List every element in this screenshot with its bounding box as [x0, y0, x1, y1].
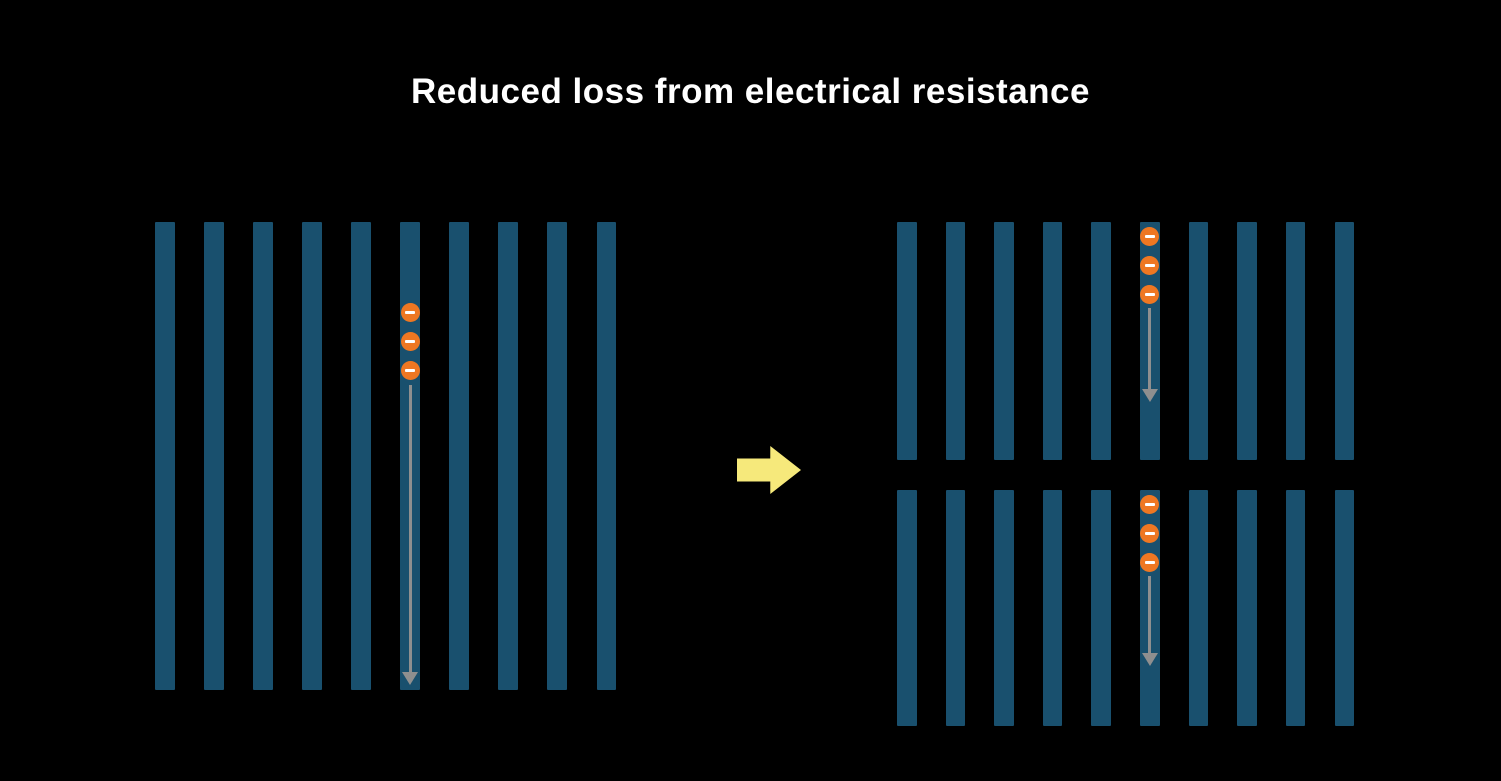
cell-bar [994, 222, 1014, 460]
current-flow-arrow-head-icon [1141, 653, 1158, 666]
cell-bar [547, 222, 567, 690]
cell-bar [253, 222, 273, 690]
cell-bar [1285, 490, 1306, 726]
diagram-title: Reduced loss from electrical resistance [411, 72, 1090, 111]
cell-bar [155, 222, 175, 690]
minus-symbol [1144, 293, 1155, 296]
current-flow-arrow-head-icon [402, 672, 419, 685]
cell-bar [945, 222, 966, 460]
cell-bar [897, 490, 917, 726]
cell-bar [1091, 490, 1111, 726]
cell-bar [498, 222, 518, 690]
cell-bar [1334, 490, 1354, 726]
current-flow-arrow-line [1148, 308, 1152, 390]
cell-bar [897, 222, 917, 460]
electron-icon [1140, 553, 1160, 572]
current-flow-arrow-line [1148, 576, 1152, 654]
cell-bar [1334, 222, 1354, 460]
cell-bar [204, 222, 224, 690]
electron-icon [400, 332, 420, 351]
electron-icon [400, 361, 420, 380]
minus-symbol [1144, 264, 1155, 267]
minus-symbol [1144, 532, 1155, 535]
minus-symbol [405, 369, 416, 372]
cell-bar [1042, 222, 1063, 460]
minus-symbol [405, 340, 416, 343]
electron-icon [1140, 524, 1160, 543]
cell-bar [1188, 490, 1209, 726]
cell-bar [1091, 222, 1111, 460]
cell-bar [1237, 222, 1257, 460]
minus-symbol [1144, 503, 1155, 506]
cell-bar [1042, 490, 1063, 726]
cell-bar [596, 222, 616, 690]
cell-bar [1285, 222, 1306, 460]
cell-bar [351, 222, 371, 690]
cell-bar [945, 490, 966, 726]
electron-icon [1140, 227, 1160, 246]
minus-symbol [405, 311, 416, 314]
right-bottom-cell-bars [897, 490, 1354, 726]
right-top-cell-bars [897, 222, 1354, 460]
cell-bar [1188, 222, 1209, 460]
current-flow-arrow-line [408, 385, 412, 673]
electron-icon [1140, 495, 1160, 514]
cell-bar [994, 490, 1014, 726]
minus-symbol [1144, 235, 1155, 238]
left-cell-bars [155, 222, 616, 690]
minus-symbol [1144, 561, 1155, 564]
transform-arrow-icon [737, 446, 801, 494]
electron-icon [400, 303, 420, 322]
cell-bar [449, 222, 469, 690]
cell-bar [302, 222, 322, 690]
electron-icon [1140, 256, 1160, 275]
electron-icon [1140, 285, 1160, 304]
cell-bar [1237, 490, 1257, 726]
current-flow-arrow-head-icon [1141, 389, 1158, 402]
